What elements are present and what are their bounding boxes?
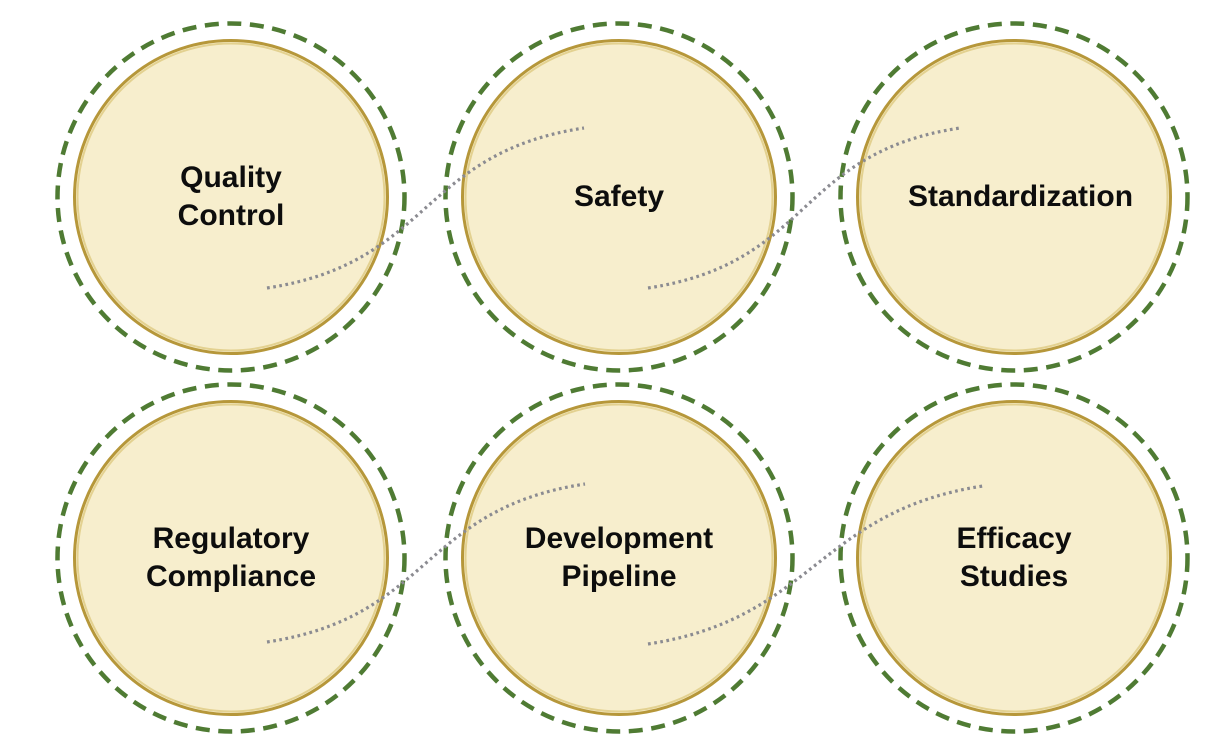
circle-ring bbox=[55, 382, 407, 734]
gold-ring bbox=[73, 39, 389, 355]
gold-ring bbox=[461, 400, 777, 716]
circle-ring bbox=[55, 21, 407, 373]
circle-ring bbox=[443, 21, 795, 373]
node-safety: Safety bbox=[443, 21, 795, 373]
node-efficacy-studies: Efficacy Studies bbox=[838, 382, 1190, 734]
node-standardization: Standardization bbox=[838, 21, 1190, 373]
gold-ring bbox=[73, 400, 389, 716]
node-quality-control: Quality Control bbox=[55, 21, 407, 373]
gold-ring bbox=[461, 39, 777, 355]
circle-ring bbox=[838, 382, 1190, 734]
circle-ring bbox=[443, 382, 795, 734]
gold-ring bbox=[856, 39, 1172, 355]
node-regulatory-compliance: Regulatory Compliance bbox=[55, 382, 407, 734]
gold-ring bbox=[856, 400, 1172, 716]
node-development-pipeline: Development Pipeline bbox=[443, 382, 795, 734]
circle-ring bbox=[838, 21, 1190, 373]
